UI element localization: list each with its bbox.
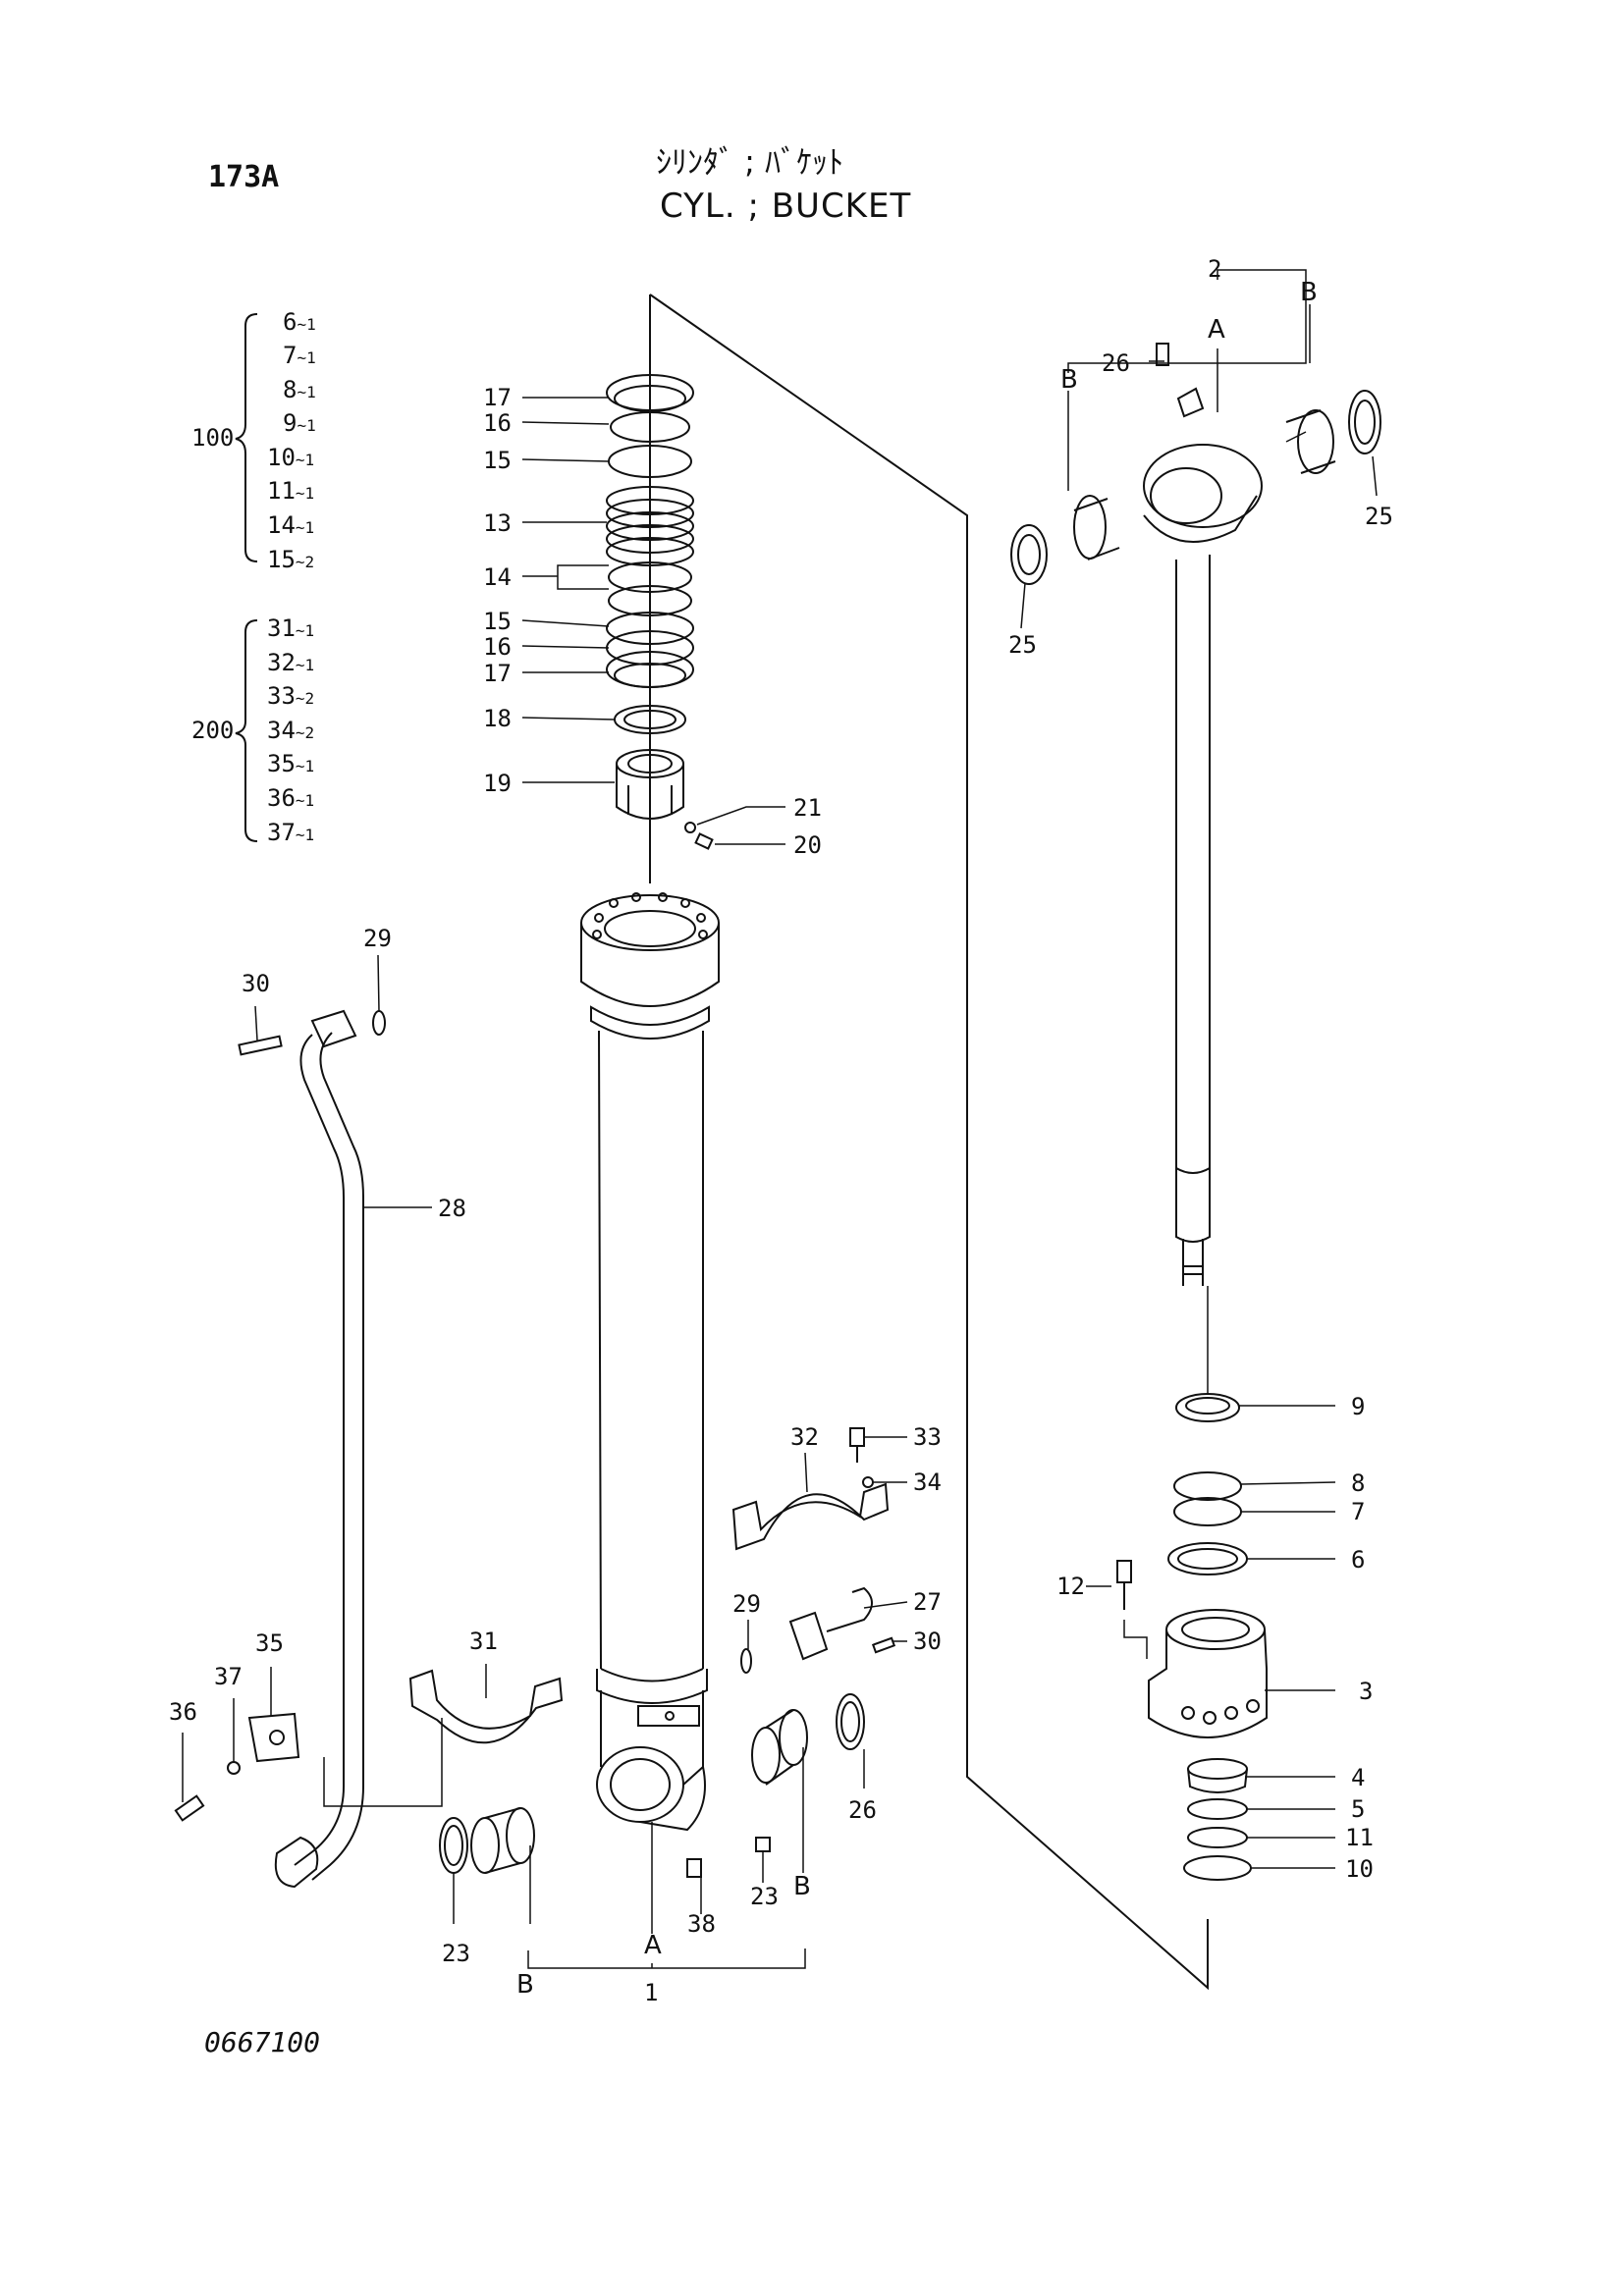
kit-item: 31~1 [267, 614, 315, 642]
kit-item: 6~1 [283, 308, 316, 336]
kit-item: 34~2 [267, 717, 315, 744]
kit-item: 36~1 [267, 784, 315, 812]
callout: 20 [793, 831, 822, 859]
callout: 33 [913, 1423, 942, 1451]
callout: 32 [790, 1423, 819, 1451]
tube-leaders [182, 954, 908, 1969]
callout: 27 [913, 1588, 942, 1616]
callout-letter: B [793, 1872, 811, 1901]
kit-200-brace [235, 619, 258, 842]
callout-letter: B [516, 1970, 534, 2000]
grease-fitting-26-rod [1156, 343, 1169, 366]
callout: 8 [1351, 1469, 1365, 1497]
callout: 31 [469, 1628, 498, 1655]
callout: 26 [1102, 349, 1130, 377]
piston-rod [1143, 387, 1263, 1286]
callout: 37 [214, 1663, 243, 1690]
callout-letter: B [1060, 365, 1078, 395]
callout-letter: A [644, 1931, 662, 1960]
grease-fitting-26 [686, 1858, 702, 1878]
clip-35 [174, 1712, 300, 1822]
kit-item: 14~1 [267, 511, 315, 539]
callout: 30 [913, 1628, 942, 1655]
callout: 1 [644, 1979, 658, 2006]
callout: 6 [1351, 1546, 1365, 1574]
callout: 30 [242, 970, 270, 997]
cylinder-tube [580, 892, 720, 1832]
callout: 16 [483, 633, 512, 661]
callout: 36 [169, 1698, 197, 1726]
callout: 18 [483, 705, 512, 732]
callout: 2 [1208, 255, 1221, 283]
callout: 25 [1365, 503, 1393, 530]
rod-lower-parts [1116, 1393, 1268, 1881]
callout: 11 [1345, 1824, 1374, 1851]
pipe-assembly [238, 1009, 386, 1889]
seal-stack [606, 374, 714, 850]
kit-item: 35~1 [267, 750, 315, 777]
callout: 10 [1345, 1855, 1374, 1883]
fitting-27 [740, 1586, 896, 1674]
kit-item: 15~2 [267, 546, 315, 573]
clamp-32 [731, 1482, 890, 1551]
kit-item: 33~2 [267, 682, 315, 710]
title-japanese: ｼﾘﾝﾀﾞ ; ﾊﾞｹｯﾄ [656, 143, 844, 181]
callout: 23 [750, 1883, 779, 1910]
kit-100-brace [235, 313, 258, 562]
callout: 29 [732, 1590, 761, 1618]
callout: 23 [442, 1940, 470, 1967]
kit-item: 10~1 [267, 444, 315, 471]
callout: 12 [1056, 1573, 1085, 1600]
drawing-number: 0667100 [204, 2026, 321, 2058]
callout-labels: 17 16 15 13 14 15 16 17 18 19 21 20 30 2… [169, 255, 1393, 2006]
callout: 25 [1008, 631, 1037, 659]
kit-item: 11~1 [267, 477, 315, 505]
kit-label: 200 [191, 717, 235, 744]
callout: 13 [483, 509, 512, 537]
callout: 35 [255, 1629, 284, 1657]
callout: 38 [687, 1910, 716, 1938]
kit-item: 37~1 [267, 819, 315, 846]
callout: 34 [913, 1468, 942, 1496]
kit-item: 8~1 [283, 376, 316, 403]
seal-stack-leaders [521, 397, 785, 845]
callout: 3 [1359, 1678, 1373, 1705]
callout: 4 [1351, 1764, 1365, 1791]
rod-bushings [1010, 390, 1381, 585]
rod-leaders [1020, 269, 1378, 1869]
kit-item: 32~1 [267, 649, 315, 676]
callout: 9 [1351, 1393, 1365, 1420]
callout: 16 [483, 409, 512, 437]
callout: 15 [483, 447, 512, 474]
callout: 5 [1351, 1795, 1365, 1823]
callout: 26 [848, 1796, 877, 1824]
page-id: 173A [208, 160, 280, 194]
kit-label: 100 [191, 424, 235, 452]
callout: 28 [438, 1195, 466, 1222]
kit-item: 7~1 [283, 342, 316, 369]
callout: 29 [363, 925, 392, 952]
callout-letter: A [1208, 315, 1225, 345]
callout: 15 [483, 608, 512, 635]
title-english: CYL. ; BUCKET [660, 187, 912, 226]
assembly-frame [649, 294, 1209, 1991]
callout: 14 [483, 563, 512, 591]
kit-item: 9~1 [283, 409, 316, 437]
callout: 7 [1351, 1498, 1365, 1525]
callout-letter: B [1300, 278, 1318, 307]
clamp-31 [408, 1669, 564, 1744]
callout: 17 [483, 660, 512, 687]
plug-38 [755, 1837, 771, 1852]
callout: 19 [483, 770, 512, 797]
callout: 17 [483, 384, 512, 411]
callout: 21 [793, 794, 822, 822]
